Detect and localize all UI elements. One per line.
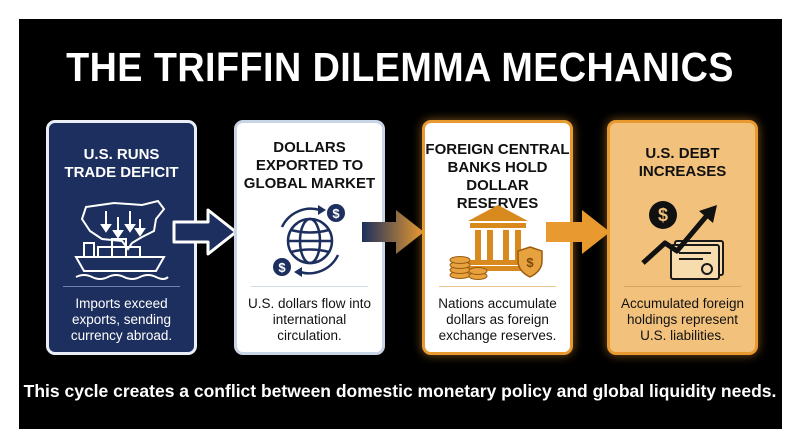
svg-text:$: $	[526, 255, 534, 270]
step-card-trade-deficit: U.S. RUNS TRADE DEFICIT Imports exceed e…	[46, 120, 197, 355]
step-title-line: BANKS HOLD	[447, 159, 548, 176]
svg-text:$: $	[278, 260, 286, 275]
card-divider	[63, 286, 180, 287]
flow-arrow-icon	[362, 210, 424, 254]
step-description-line: U.S. dollars flow into	[247, 296, 372, 311]
dollar-rising-arrow-certificate-icon: $	[610, 197, 755, 285]
step-description-line: Imports exceed	[75, 296, 168, 311]
bank-coins-shield-icon: $	[425, 197, 570, 285]
step-description: U.S. dollars flow into international cir…	[241, 296, 378, 344]
page-title: THE TRIFFIN DILEMMA MECHANICS	[66, 44, 734, 90]
step-description-line: U.S. liabilities.	[640, 328, 725, 343]
card-divider	[439, 286, 556, 287]
step-title: U.S. DEBT INCREASES	[610, 145, 755, 181]
step-title: U.S. RUNS TRADE DEFICIT	[49, 146, 194, 182]
step-title-line: TRADE DEFICIT	[64, 164, 179, 181]
step-card-debt-increases: U.S. DEBT INCREASES $ Accumulated foreig…	[607, 120, 758, 355]
svg-text:$: $	[657, 205, 667, 225]
step-description-line: holdings represent	[626, 312, 739, 327]
flow-arrow-icon	[546, 210, 610, 254]
card-divider	[251, 286, 368, 287]
step-title-line: EXPORTED TO	[255, 157, 364, 174]
step-description: Imports exceed exports, sending currency…	[53, 296, 190, 344]
step-title-line: GLOBAL MARKET	[243, 175, 376, 192]
step-title: DOLLARS EXPORTED TO GLOBAL MARKET	[237, 139, 382, 193]
card-divider	[624, 286, 741, 287]
step-description-line: Nations accumulate	[438, 296, 557, 311]
us-map-cargo-ship-icon	[49, 197, 194, 285]
step-title-line: DOLLAR RESERVES	[456, 177, 539, 212]
step-description-line: currency abroad.	[70, 328, 173, 343]
step-description: Nations accumulate dollars as foreign ex…	[429, 296, 566, 344]
step-card-dollars-exported: DOLLARS EXPORTED TO GLOBAL MARKET $ $ U.…	[234, 120, 385, 355]
step-title-line: U.S. RUNS	[83, 146, 160, 163]
flow-arrow-icon	[172, 208, 238, 256]
globe-dollar-cycle-icon: $ $	[237, 197, 382, 285]
step-description-line: dollars as foreign	[446, 312, 549, 327]
step-title-line: U.S. DEBT	[645, 145, 720, 162]
step-description-line: circulation.	[277, 328, 342, 343]
step-title-line: DOLLARS	[273, 139, 346, 156]
step-description-line: exports, sending	[71, 312, 172, 327]
step-title-line: FOREIGN CENTRAL	[425, 141, 570, 158]
step-title: FOREIGN CENTRAL BANKS HOLD DOLLAR RESERV…	[425, 141, 570, 213]
step-title-line: INCREASES	[638, 163, 727, 180]
footer-caption: This cycle creates a conflict between do…	[23, 381, 777, 401]
svg-text:$: $	[332, 206, 340, 221]
step-description-line: international	[272, 312, 347, 327]
step-description-line: Accumulated foreign	[620, 296, 745, 311]
step-description: Accumulated foreign holdings represent U…	[614, 296, 751, 344]
step-description-line: exchange reserves.	[438, 328, 557, 343]
